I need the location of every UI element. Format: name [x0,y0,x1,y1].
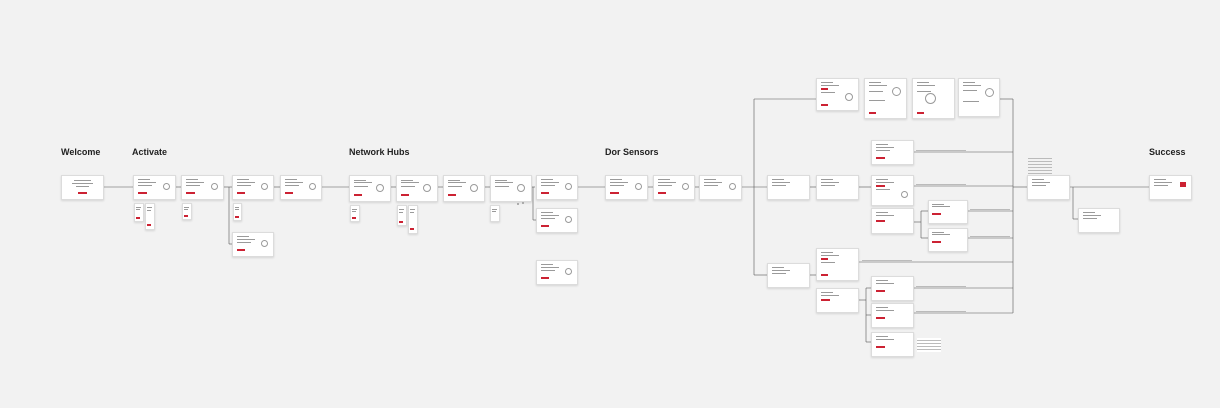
screen-thumbnail [232,232,274,257]
screen-thumbnail [232,175,274,200]
screen-thumbnail [871,332,914,357]
mobile-thumbnail [182,203,192,220]
screen-thumbnail [349,175,391,202]
section-title-network-hubs: Network Hubs [349,147,410,157]
dot [517,203,519,205]
screen-thumbnail [958,78,1000,117]
screen-thumbnail [133,175,176,200]
connector-annotation [970,236,1010,237]
mobile-thumbnail [134,203,144,222]
section-title-activate: Activate [132,147,168,157]
screen-thumbnail [928,228,968,252]
connector-annotation [970,209,1010,210]
screen-thumbnail [536,260,578,285]
screen-thumbnail [816,248,859,281]
screen-thumbnail [871,276,914,301]
mobile-thumbnail [350,205,360,222]
screen-thumbnail [1149,175,1192,200]
mobile-thumbnail [145,203,155,230]
connector-annotation [1028,156,1052,174]
screen-thumbnail [871,303,914,328]
connector-annotation [916,150,966,151]
section-title-success: Success [1149,147,1186,157]
screen-thumbnail [181,175,224,200]
screen-thumbnail [536,175,578,200]
screen-thumbnail [767,263,810,288]
screen-thumbnail [605,175,648,200]
mobile-thumbnail [397,205,407,226]
dot [522,202,524,204]
screen-thumbnail [928,200,968,224]
screen-thumbnail [653,175,695,200]
connector-annotation [916,286,966,287]
screen-thumbnail [1027,175,1070,200]
screen-thumbnail [699,175,742,200]
screen-thumbnail [816,288,859,313]
screen-thumbnail [443,175,485,202]
section-title-door-sensors: Dor Sensors [605,147,659,157]
screen-thumbnail [864,78,907,119]
screen-thumbnail [396,175,438,202]
connector-annotation [917,338,941,352]
connector-annotation [916,311,966,312]
screen-thumbnail [767,175,810,200]
screen-thumbnail [536,208,578,233]
screen-thumbnail [912,78,955,119]
screen-thumbnail [280,175,322,200]
screen-thumbnail [871,208,914,234]
mobile-thumbnail [408,205,418,234]
mobile-thumbnail [490,205,500,222]
section-title-welcome: Welcome [61,147,101,157]
screen-thumbnail [61,175,104,200]
screen-thumbnail [816,175,859,200]
screen-thumbnail [816,78,859,111]
connector-annotation [862,260,912,261]
screen-thumbnail [490,175,532,202]
connector-annotation [916,184,966,185]
screen-thumbnail [871,140,914,165]
screen-thumbnail [871,175,914,206]
screen-thumbnail [1078,208,1120,233]
mobile-thumbnail [233,203,242,221]
